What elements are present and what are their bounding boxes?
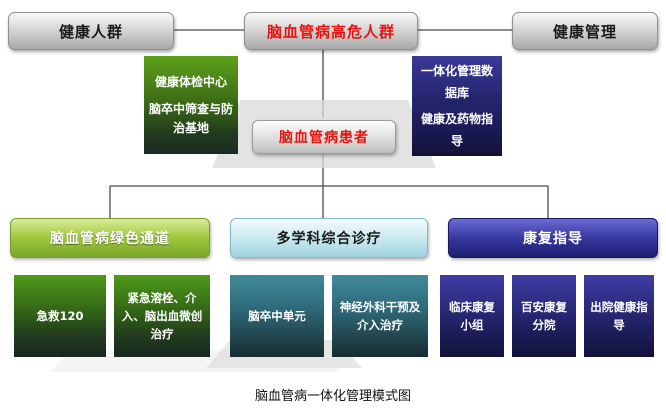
left-panel-item: 健康体检中心 (154, 74, 227, 89)
right-panel-database: 一体化管理数据库 健康及药物指导 (412, 56, 502, 156)
sub-discharge-guidance-label: 出院健康指导 (590, 300, 648, 332)
sub-clinical-rehab-label: 临床康复小组 (449, 300, 495, 332)
band-green-channel: 脑血管病绿色通道 (10, 218, 210, 258)
sub-baian-branch-label: 百安康复分院 (521, 300, 567, 332)
sub-stroke-unit-label: 脑卒中单元 (248, 309, 306, 323)
node-patient-label: 脑血管病患者 (279, 130, 369, 146)
sub-clinical-rehab: 临床康复小组 (440, 275, 504, 357)
node-patient: 脑血管病患者 (252, 120, 396, 154)
right-panel-item: 健康及药物指导 (420, 112, 493, 148)
band-multidisciplinary: 多学科综合诊疗 (230, 218, 428, 258)
sub-thrombolysis-label: 紧急溶栓、介入、脑出血微创治疗 (121, 291, 203, 341)
band-rehabilitation: 康复指导 (448, 218, 658, 258)
band-multidisciplinary-label: 多学科综合诊疗 (276, 231, 382, 247)
figure-caption-text: 脑血管病一体化管理模式图 (254, 389, 411, 404)
right-panel-item: 一体化管理数据库 (420, 64, 493, 100)
band-rehabilitation-label: 康复指导 (523, 231, 583, 247)
left-panel-item: 脑卒中筛查与防治基地 (148, 101, 233, 135)
node-high-risk-population: 脑血管病高危人群 (244, 12, 418, 50)
node-health-management: 健康管理 (512, 12, 658, 50)
sub-neurosurgery-label: 神经外科干预及介入治疗 (339, 300, 421, 332)
sub-stroke-unit: 脑卒中单元 (230, 275, 324, 357)
sub-emergency-120: 急救120 (14, 275, 106, 357)
node-healthy-population: 健康人群 (8, 12, 174, 50)
node-healthy-population-label: 健康人群 (58, 22, 123, 41)
sub-thrombolysis: 紧急溶栓、介入、脑出血微创治疗 (114, 275, 210, 357)
node-health-management-label: 健康管理 (552, 22, 617, 41)
band-green-channel-label: 脑血管病绿色通道 (50, 231, 170, 247)
sub-neurosurgery: 神经外科干预及介入治疗 (332, 275, 428, 357)
node-high-risk-population-label: 脑血管病高危人群 (266, 22, 395, 41)
sub-baian-branch: 百安康复分院 (512, 275, 576, 357)
sub-emergency-120-label: 急救120 (36, 309, 84, 323)
left-panel-checkup-center: 健康体检中心 脑卒中筛查与防治基地 (144, 56, 238, 154)
sub-discharge-guidance: 出院健康指导 (584, 275, 654, 357)
figure-caption: 脑血管病一体化管理模式图 (150, 385, 516, 405)
